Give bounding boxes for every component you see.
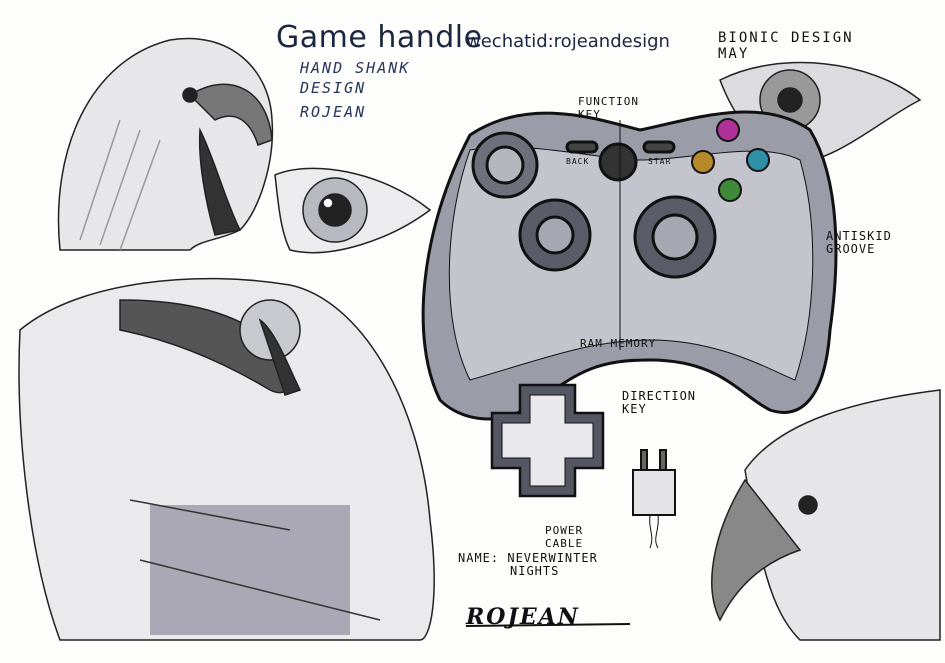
bionic-line: BIONIC DESIGN — [718, 30, 854, 46]
direction-key-label: DIRECTION KEY — [622, 390, 696, 416]
function-key-label: FUNCTION KEY — [578, 95, 639, 121]
note-line: POWER — [545, 524, 584, 537]
note-line: ANTISKID — [826, 229, 892, 243]
ram-memory-label: RAM MEMORY — [580, 337, 657, 350]
game-controller-sketch — [421, 110, 838, 421]
product-name-label: NAME: NEVERWINTER NIGHTS — [458, 552, 598, 578]
subtitle-line: HAND SHANK — [300, 59, 411, 77]
subtitle-line: DESIGN — [300, 79, 367, 97]
note-line: DIRECTION — [622, 389, 697, 403]
bionic-line: MAY — [718, 46, 750, 62]
eagle-head-sketch-top-left — [57, 37, 274, 251]
note-line: CABLE — [545, 537, 584, 550]
eagle-eye-sketch — [274, 167, 432, 254]
note-line: GROOVE — [826, 242, 876, 256]
signature-underline — [465, 623, 631, 627]
note-line: KEY — [578, 108, 601, 121]
antiskid-groove-label: ANTISKID GROOVE — [826, 230, 892, 256]
page-title: Game handle — [276, 20, 483, 55]
artist-signature: ROJEAN — [466, 604, 580, 630]
power-cable-sketch — [632, 449, 676, 549]
bionic-design-label: BIONIC DESIGN MAY — [718, 28, 854, 64]
eagle-head-sketch-bottom-right — [711, 389, 941, 641]
eagle-body-sketch — [18, 277, 435, 641]
note-line: NAME: NEVERWINTER — [458, 551, 598, 565]
subtitle-line: ROJEAN — [300, 103, 367, 121]
note-line: KEY — [622, 402, 647, 416]
subtitle-block: HAND SHANK DESIGN ROJEAN — [300, 58, 410, 122]
power-cable-label: POWER CABLE — [545, 524, 583, 550]
start-button-label: STAR — [648, 157, 672, 166]
note-line: NIGHTS — [510, 564, 560, 578]
direction-pad-sketch — [490, 383, 605, 498]
note-line: FUNCTION — [578, 95, 639, 108]
wechat-id: wechatid:rojeandesign — [466, 31, 670, 52]
back-button-label: BACK — [566, 157, 590, 166]
